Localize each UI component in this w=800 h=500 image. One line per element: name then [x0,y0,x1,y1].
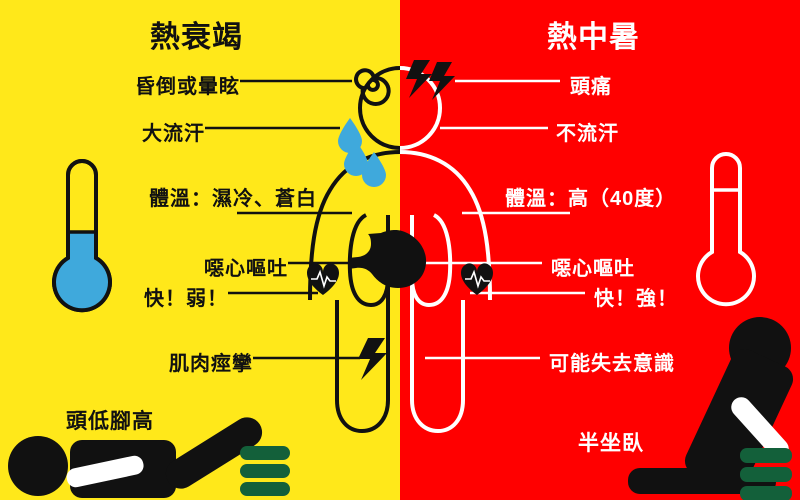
right-symptom-loss-of-consciousness: 可能失去意識 [549,353,675,375]
semi-recumbent-icon [628,317,794,500]
left-symptom-body-temp: 體溫：濕冷、蒼白 [149,188,317,210]
thermometer-cold-icon [52,159,112,313]
right-first-aid-label: 半坐臥 [578,432,644,455]
left-symptom-muscle-cramp: 肌肉痙攣 [169,353,253,375]
left-symptom-nausea-vomiting: 噁心嘔吐 [204,258,288,280]
left-first-aid-label: 頭低腳高 [66,410,154,433]
cushion-stack-right [740,448,792,500]
heartbeat-icon-left [307,263,339,295]
body-outline-left [308,66,401,434]
stomach-icon [348,230,427,288]
right-symptom-no-sweating: 不流汗 [556,123,619,145]
supine-legs-elevated-icon [8,417,290,498]
right-symptom-headache: 頭痛 [570,76,612,98]
right-symptom-nausea-vomiting: 噁心嘔吐 [551,258,635,280]
cushion-stack-left [240,446,290,496]
heartbeat-icon-right [461,263,493,295]
right-symptom-body-temp: 體溫：高（40度） [505,188,677,210]
left-symptom-heavy-sweating: 大流汗 [142,123,205,145]
left-symptom-faint: 昏倒或暈眩 [135,76,240,98]
lightning-bolt-icon [406,60,455,100]
right-symptom-pulse: 快！強！ [594,288,678,310]
cramp-lightning-bolt-icon [358,338,387,380]
left-panel-title: 熱衰竭 [150,21,243,54]
left-symptom-pulse: 快！弱！ [144,288,228,310]
right-panel-title: 熱中暑 [547,21,640,54]
sweat-drops-icon [338,118,386,187]
thermometer-hot-icon [696,152,756,307]
left-connector-lines [205,79,400,360]
